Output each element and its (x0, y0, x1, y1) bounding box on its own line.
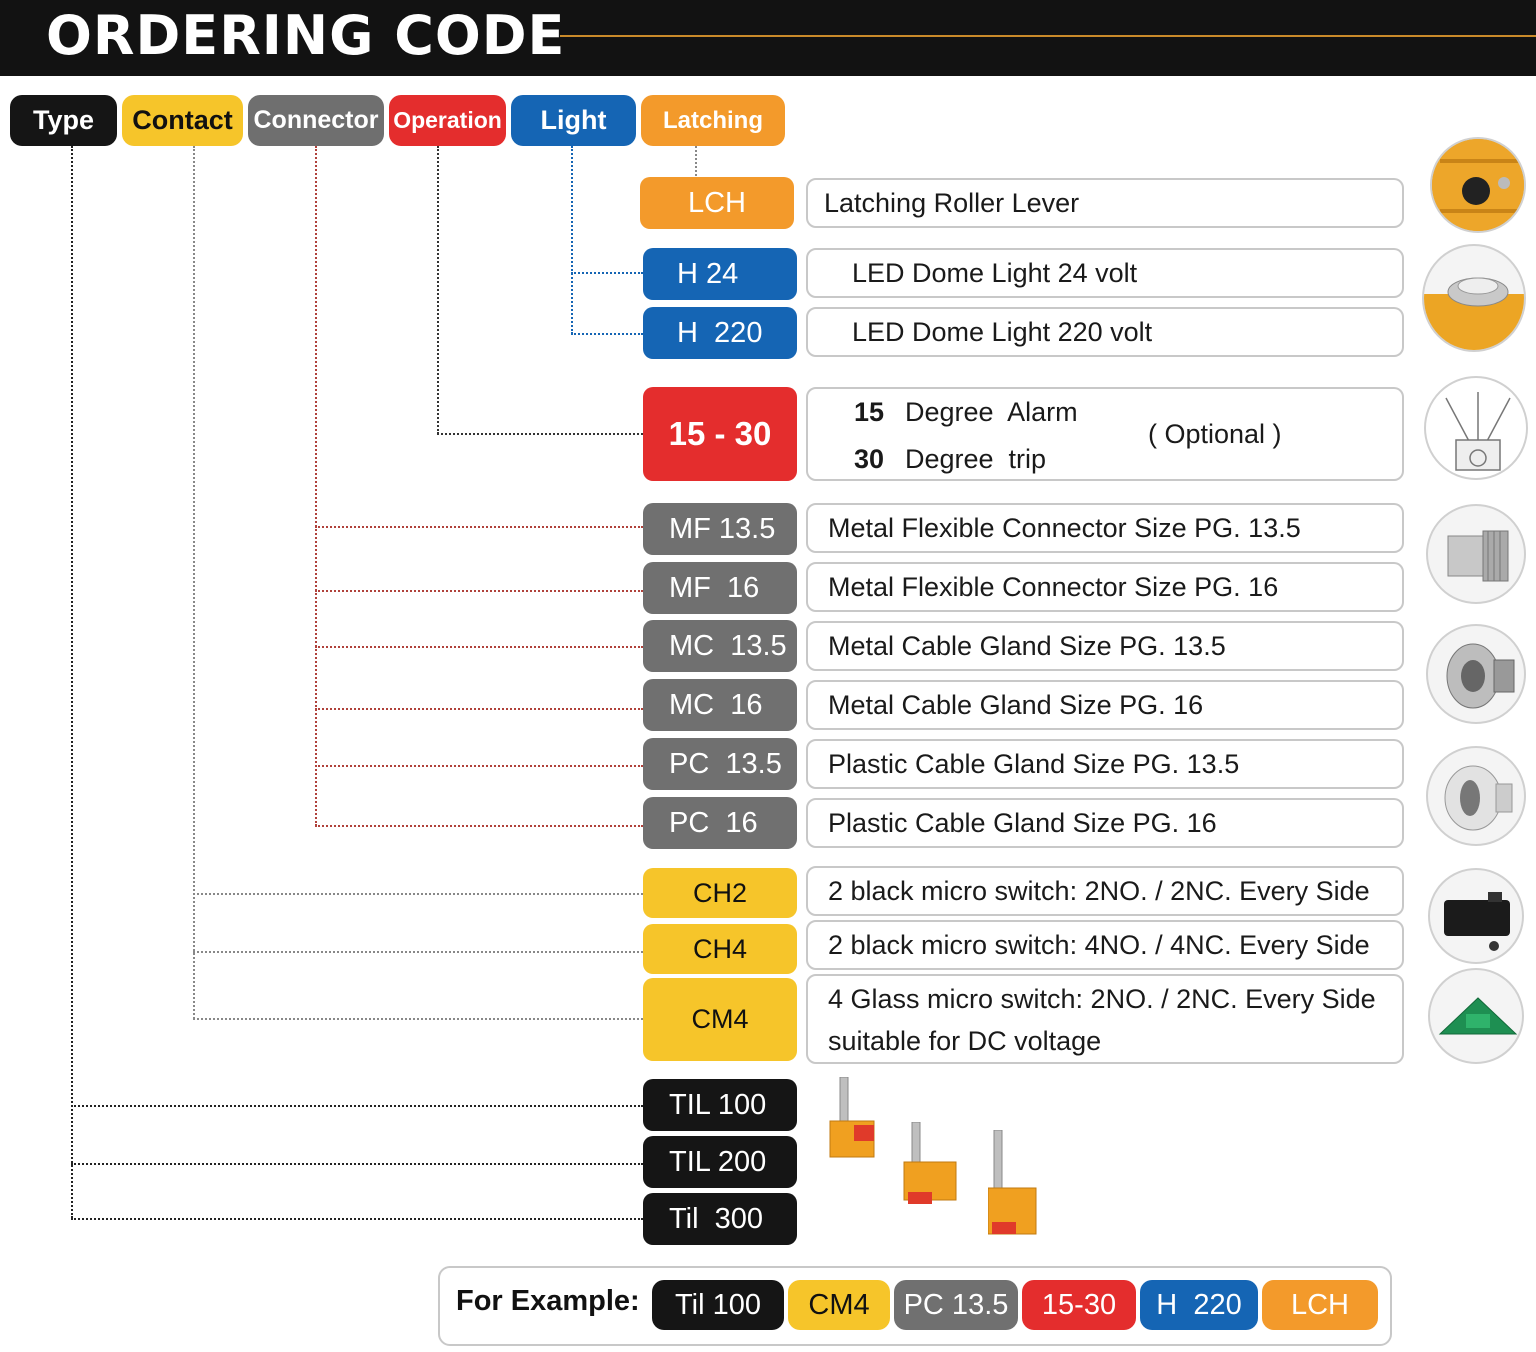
desc-mf135: Metal Flexible Connector Size PG. 13.5 (806, 503, 1404, 553)
til200-product-image (902, 1121, 962, 1208)
desc-cm4: 4 Glass micro switch: 2NO. / 2NC. Every … (806, 974, 1404, 1064)
connector-branch-line (315, 825, 643, 827)
metal-flexible-connector-image (1426, 504, 1526, 604)
example-light: H 220 (1140, 1280, 1258, 1330)
op-alarm-text: Degree Alarm (905, 397, 1078, 427)
light-branch-line (571, 333, 643, 335)
code-mc16: MC 16 (643, 679, 797, 731)
desc-mc16: Metal Cable Gland Size PG. 16 (806, 680, 1404, 730)
code-ch2: CH2 (643, 868, 797, 918)
operation-connector-line (437, 146, 439, 434)
code-mf135: MF 13.5 (643, 503, 797, 555)
code-til200: TIL 200 (643, 1136, 797, 1188)
black-micro-switch-image (1428, 868, 1524, 964)
op-trip-number: 30 (854, 444, 885, 474)
desc-ch4: 2 black micro switch: 4NO. / 4NC. Every … (806, 920, 1404, 970)
desc-ch2: 2 black micro switch: 2NO. / 2NC. Every … (806, 866, 1404, 916)
code-lch: LCH (640, 177, 794, 229)
cm4-desc-line1: 4 Glass micro switch: 2NO. / 2NC. Every … (828, 984, 1376, 1014)
connector-branch-line (315, 646, 643, 648)
operation-branch-line (437, 433, 643, 435)
light-branch-line (571, 272, 643, 274)
contact-branch-line (193, 893, 643, 895)
connector-connector-line (315, 146, 317, 826)
til300-product-image (987, 1129, 1042, 1240)
type-branch-line (71, 1218, 643, 1220)
header-bar: ORDERING CODE (0, 0, 1536, 76)
connector-branch-line (315, 590, 643, 592)
desc-lch: Latching Roller Lever (806, 178, 1404, 228)
desc-pc135: Plastic Cable Gland Size PG. 13.5 (806, 739, 1404, 789)
type-connector-line (71, 146, 73, 1218)
tab-latching: Latching (641, 95, 785, 146)
contact-connector-line (193, 146, 195, 1019)
operation-angle-image (1424, 376, 1528, 480)
desc-pc16: Plastic Cable Gland Size PG. 16 (806, 798, 1404, 848)
metal-cable-gland-image (1426, 624, 1526, 724)
type-branch-line (71, 1105, 643, 1107)
light-connector-line (571, 146, 573, 334)
tab-contact: Contact (122, 95, 243, 146)
example-latching: LCH (1262, 1280, 1378, 1330)
til100-product-image (826, 1076, 882, 1165)
desc-mf16: Metal Flexible Connector Size PG. 16 (806, 562, 1404, 612)
code-pc135: PC 13.5 (643, 738, 797, 790)
example-contact: CM4 (788, 1280, 890, 1330)
code-til300: Til 300 (643, 1193, 797, 1245)
code-til100: TIL 100 (643, 1079, 797, 1131)
type-branch-line (71, 1163, 643, 1165)
connector-branch-line (315, 765, 643, 767)
tab-operation: Operation (389, 95, 506, 146)
op-optional-note: ( Optional ) (1148, 419, 1282, 449)
code-operation: 15 - 30 (643, 387, 797, 481)
code-cm4: CM4 (643, 978, 797, 1061)
code-h220: H 220 (643, 307, 797, 359)
op-alarm-number: 15 (854, 397, 885, 427)
latching-roller-image (1430, 137, 1526, 233)
code-ch4: CH4 (643, 924, 797, 974)
code-mf16: MF 16 (643, 562, 797, 614)
tab-connector: Connector (248, 95, 384, 146)
glass-micro-switch-image (1428, 968, 1524, 1064)
page-title: ORDERING CODE (46, 4, 566, 67)
connector-branch-line (315, 708, 643, 710)
example-type: Til 100 (652, 1280, 784, 1330)
desc-operation: 15 Degree Alarm 30 Degree trip ( Optiona… (806, 387, 1404, 481)
header-rule (560, 35, 1536, 37)
desc-mc135: Metal Cable Gland Size PG. 13.5 (806, 621, 1404, 671)
example-operation: 15-30 (1022, 1280, 1136, 1330)
contact-branch-line (193, 951, 643, 953)
connector-branch-line (315, 526, 643, 528)
latching-connector-line (695, 146, 697, 176)
plastic-cable-gland-image (1426, 746, 1526, 846)
dome-light-image (1422, 244, 1526, 352)
code-mc135: MC 13.5 (643, 620, 797, 672)
code-pc16: PC 16 (643, 797, 797, 849)
desc-h24: LED Dome Light 24 volt (806, 248, 1404, 298)
desc-h220: LED Dome Light 220 volt (806, 307, 1404, 357)
example-connector: PC 13.5 (894, 1280, 1018, 1330)
contact-branch-line (193, 1018, 643, 1020)
tab-type: Type (10, 95, 117, 146)
example-label: For Example: (456, 1285, 640, 1317)
code-h24: H 24 (643, 248, 797, 300)
cm4-desc-line2: suitable for DC voltage (828, 1026, 1102, 1056)
tab-light: Light (511, 95, 636, 146)
example-box (438, 1266, 1392, 1346)
op-trip-text: Degree trip (905, 444, 1047, 474)
